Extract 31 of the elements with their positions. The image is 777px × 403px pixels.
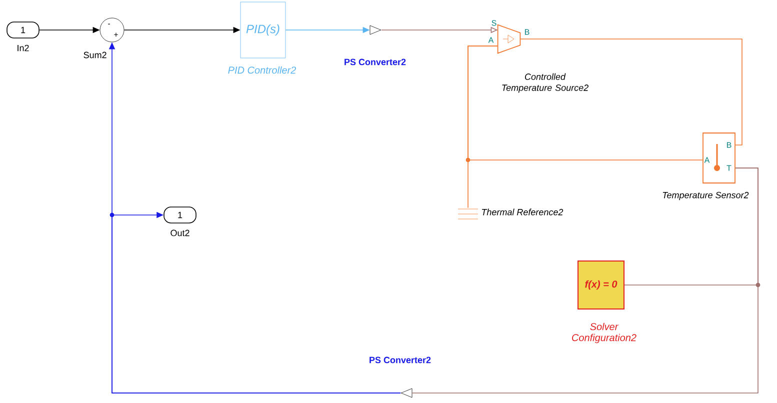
sensor-block [702, 132, 736, 184]
block-label: Out2 [170, 230, 190, 236]
port-label: B [727, 142, 732, 148]
port-label: S [492, 20, 496, 26]
block-label: Thermal Reference2 [482, 208, 564, 216]
connector [520, 38, 742, 146]
block-label: Controlled Temperature Source2 [502, 73, 588, 93]
inport-block: 1 [6, 22, 40, 38]
block-label: Sum2 [84, 52, 106, 58]
port-label: A [488, 37, 494, 43]
block-label: PS Converter2 [370, 356, 431, 364]
block-label: In2 [18, 44, 29, 52]
ground-symbol [458, 208, 478, 220]
converter-block [400, 388, 412, 398]
connector [412, 168, 758, 394]
port-label: A [704, 157, 710, 163]
converter-block [370, 25, 382, 35]
pid-block: PID(s) [240, 2, 286, 58]
connector [112, 212, 402, 394]
block-label: Solver Configuration2 [572, 322, 636, 344]
solver-block: f(x) = 0 [578, 260, 624, 310]
sum-block [100, 18, 124, 42]
connector [468, 46, 498, 208]
outport-block: 1 [164, 206, 196, 224]
source-block [497, 24, 521, 54]
port-label: + [114, 32, 118, 37]
block-label: Temperature Sensor2 [662, 192, 749, 200]
port-label: T [726, 165, 732, 171]
block-label: PS Converter2 [344, 58, 406, 66]
block-label: PID Controller2 [228, 66, 296, 74]
port-label: B [525, 29, 530, 35]
